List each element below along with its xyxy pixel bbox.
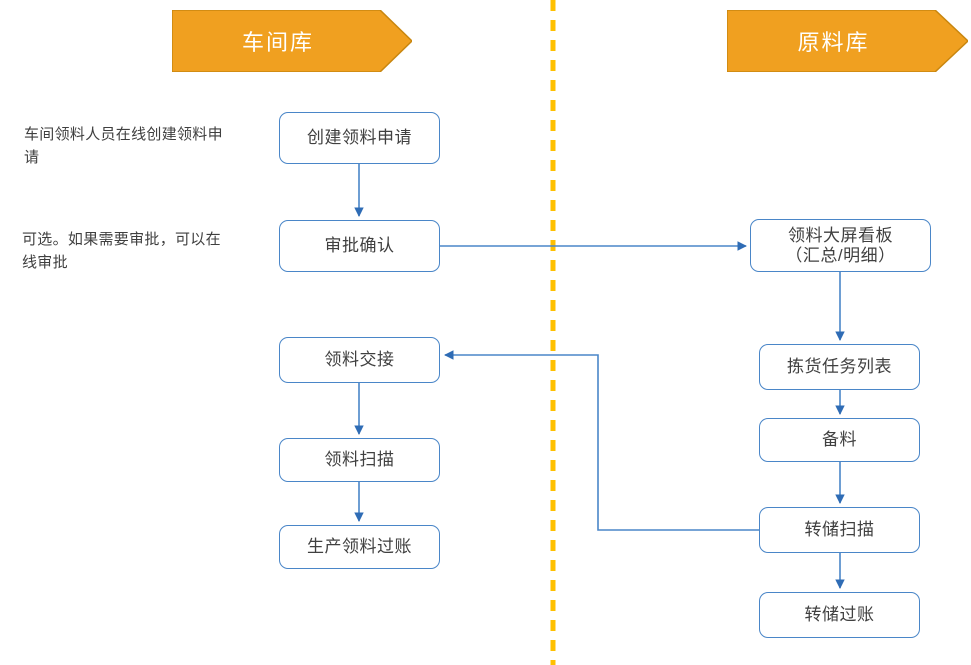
note-create-request: 车间领料人员在线创建领料申请 bbox=[24, 126, 223, 166]
node-dashboard-label: 领料大屏看板 bbox=[787, 225, 893, 245]
node-picking-tasks[interactable]: 拣货任务列表 bbox=[759, 344, 920, 390]
lane-banner-right: 原料库 bbox=[727, 10, 968, 72]
node-approve-confirm[interactable]: 审批确认 bbox=[279, 220, 440, 272]
node-create-request-label: 创建领料申请 bbox=[307, 128, 412, 147]
node-transfer-scan[interactable]: 转储扫描 bbox=[759, 507, 920, 553]
node-approve-confirm-label: 审批确认 bbox=[324, 236, 395, 255]
node-material-handover[interactable]: 领料交接 bbox=[279, 337, 440, 383]
node-dashboard-text: 领料大屏看板 （汇总/明细） bbox=[785, 226, 895, 266]
node-material-scan[interactable]: 领料扫描 bbox=[279, 438, 440, 482]
node-prepare-material-label: 备料 bbox=[822, 430, 857, 449]
node-prepare-material[interactable]: 备料 bbox=[759, 418, 920, 462]
node-material-handover-label: 领料交接 bbox=[324, 350, 395, 369]
node-dashboard-sublabel: （汇总/明细） bbox=[785, 245, 896, 265]
node-material-scan-label: 领料扫描 bbox=[324, 450, 395, 469]
node-transfer-post-label: 转储过账 bbox=[804, 605, 875, 624]
edge-transferscan-to-handover bbox=[444, 350, 759, 531]
node-create-request[interactable]: 创建领料申请 bbox=[279, 112, 440, 164]
banner-arrow-shape-left bbox=[172, 10, 412, 72]
lane-banner-left-label: 车间库 bbox=[241, 30, 314, 55]
node-production-post[interactable]: 生产领料过账 bbox=[279, 525, 440, 569]
node-transfer-scan-label: 转储扫描 bbox=[804, 520, 875, 539]
node-dashboard[interactable]: 领料大屏看板 （汇总/明细） bbox=[750, 219, 931, 272]
lane-banner-right-label: 原料库 bbox=[797, 30, 870, 55]
node-transfer-post[interactable]: 转储过账 bbox=[759, 592, 920, 638]
banner-arrow-shape-right bbox=[727, 10, 968, 72]
lane-banner-left: 车间库 bbox=[172, 10, 412, 72]
note-approve-confirm: 可选。如果需要审批，可以在线审批 bbox=[22, 231, 221, 271]
node-picking-tasks-label: 拣货任务列表 bbox=[787, 357, 892, 376]
node-production-post-label: 生产领料过账 bbox=[307, 537, 412, 556]
